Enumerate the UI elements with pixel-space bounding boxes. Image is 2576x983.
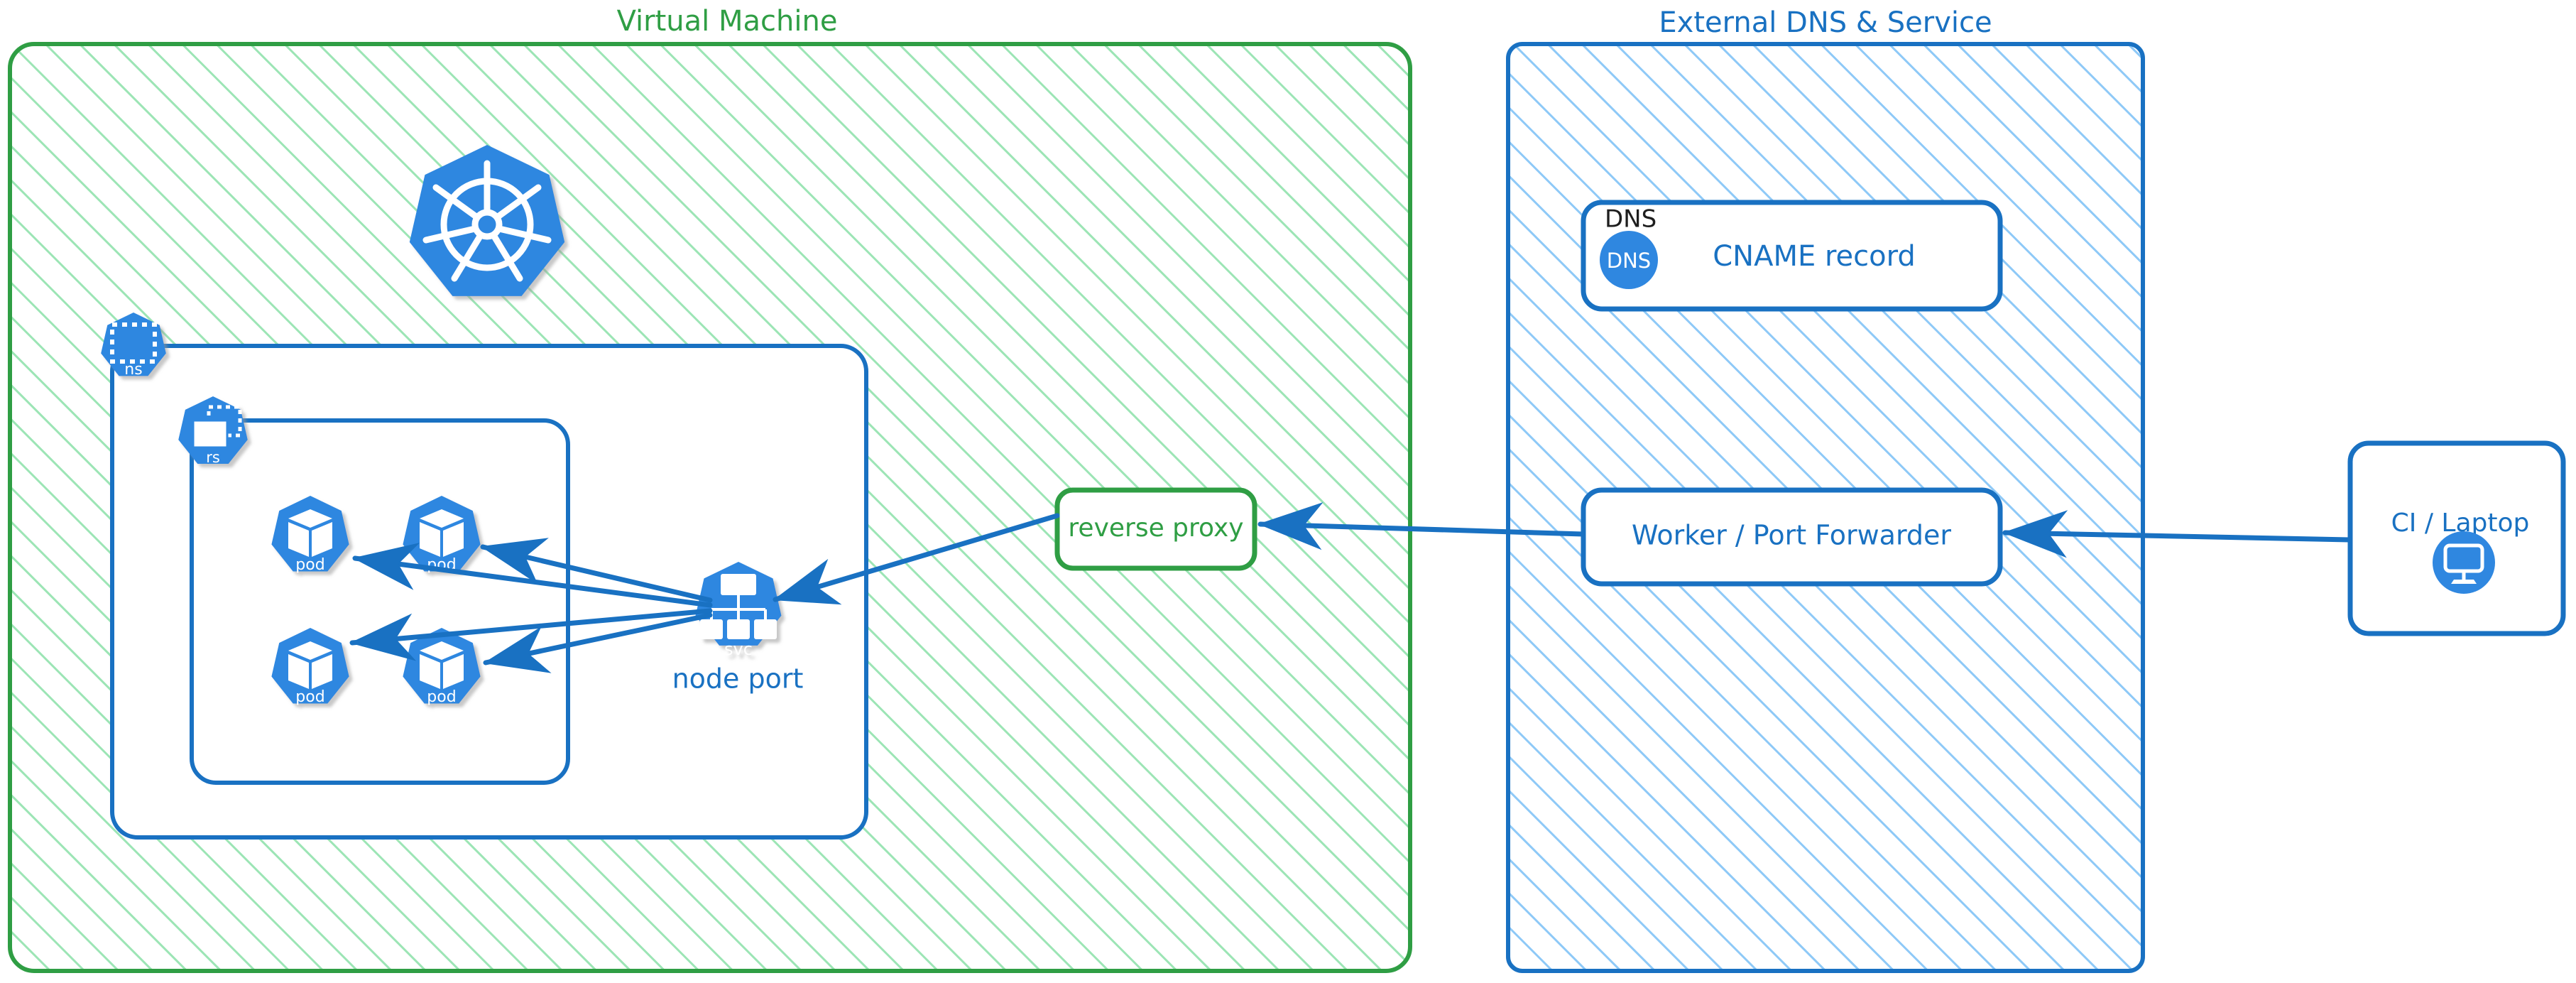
replicaset-badge-label: rs	[206, 449, 220, 466]
dns-badge-text: DNS	[1607, 249, 1651, 273]
pod-label-3: pod	[295, 688, 324, 706]
vm-group-label: Virtual Machine	[617, 5, 838, 38]
pod-cube-icon	[420, 641, 464, 689]
pod-node-4[interactable]: pod	[403, 628, 481, 706]
node-port-caption: node port	[672, 663, 804, 695]
external-frame-border	[1506, 42, 2145, 973]
pod-node-1[interactable]: pod	[271, 496, 349, 574]
proxy-to-service-arrow	[773, 513, 1060, 605]
service-badge-label: svc	[724, 639, 753, 659]
replicaset-container	[190, 418, 570, 785]
kubernetes-logo	[409, 145, 565, 296]
pod-node-3[interactable]: pod	[271, 628, 349, 706]
pod-cube-icon	[288, 509, 332, 557]
dns-card-corner-label: DNS	[1605, 205, 1657, 234]
dns-card-box	[1581, 200, 2003, 312]
reverse-proxy-label: reverse proxy	[1068, 514, 1243, 543]
pod-cube-icon	[288, 641, 332, 689]
worker-to-proxy-arrow	[1257, 502, 1586, 550]
pod-label-1: pod	[295, 556, 324, 574]
namespace-dashed-box	[110, 322, 157, 364]
svc-to-pod-4-arrow	[483, 612, 713, 673]
cname-record-label: CNAME record	[1713, 240, 1916, 273]
reverse-proxy-node[interactable]: reverse proxy	[1054, 487, 1257, 571]
desktop-monitor-icon	[2433, 531, 2495, 594]
replicaset-solid-box	[192, 419, 229, 449]
pod-label-4: pod	[427, 688, 456, 706]
worker-port-forwarder-node[interactable]: Worker / Port Forwarder	[1581, 487, 2003, 587]
dns-cname-card[interactable]: DNS DNS CNAME record	[1581, 200, 2003, 312]
namespace-badge-label: ns	[124, 361, 142, 379]
service-node[interactable]: svc	[695, 562, 782, 659]
service-tree-icon	[700, 574, 777, 639]
client-to-worker-arrow	[2002, 510, 2353, 558]
svc-to-pod-2-arrow	[480, 538, 713, 603]
pod-cube-icon	[420, 509, 464, 557]
ci-laptop-node[interactable]: CI / Laptop	[2347, 440, 2566, 636]
pod-node-2[interactable]: pod	[403, 496, 481, 574]
replicaset-box	[190, 418, 570, 785]
dns-badge-circle	[1600, 231, 1658, 289]
vm-frame-border	[8, 42, 1412, 973]
worker-label: Worker / Port Forwarder	[1632, 520, 1951, 551]
replicaset-icon: rs	[178, 396, 248, 466]
external-group-label: External DNS & Service	[1659, 6, 1992, 39]
worker-box	[1581, 487, 2003, 587]
reverse-proxy-box	[1054, 487, 1257, 571]
namespace-icon: ns	[101, 313, 166, 379]
